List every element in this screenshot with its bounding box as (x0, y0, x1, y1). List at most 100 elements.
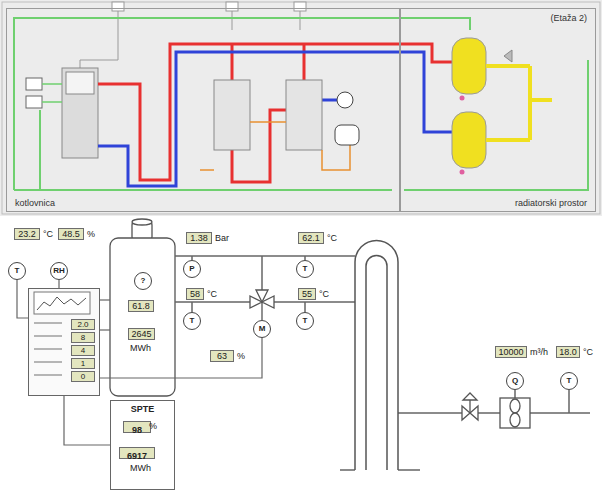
controller-panel (34, 292, 90, 314)
auxiliary-pipe (250, 121, 286, 123)
instrument-circle: Q (506, 372, 524, 390)
instrument-letter: T (190, 316, 195, 326)
control-wire (226, 2, 238, 11)
storage-vessel (286, 80, 322, 150)
supply-pipe (98, 44, 452, 182)
signal-wire (17, 280, 28, 318)
supply-pipe (98, 44, 452, 180)
storage-vessel (214, 80, 250, 150)
signal-line (14, 189, 392, 191)
unit-label: m³/h (530, 347, 548, 357)
region-label: radiatorski prostor (515, 198, 587, 208)
three-way-valve (250, 290, 274, 320)
value-readout: 18.0 (556, 346, 580, 358)
boiler-symbol (26, 68, 98, 158)
unit-label: °C (583, 347, 593, 357)
boiler-symbol (26, 96, 42, 108)
control-wire (80, 11, 118, 68)
instrument-circle: T (8, 262, 26, 280)
value-text: 61.8 (132, 301, 150, 311)
instrument-circle: T (560, 372, 578, 390)
value-readout: 61.8 (128, 300, 154, 312)
region-label: kotlovnica (15, 198, 55, 208)
signal-wire (58, 280, 59, 288)
control-valve (469, 400, 470, 413)
instrument-letter: M (259, 324, 266, 334)
instrument-letter: RH (53, 266, 65, 276)
value-text: 18.0 (559, 347, 577, 357)
unit-label: °C (207, 289, 217, 299)
unit-label: °C (43, 229, 53, 239)
signal-wire (100, 338, 262, 378)
top-panel-ground (2, 2, 600, 214)
instrument-circle: ? (134, 272, 152, 290)
value-readout: 23.2 (14, 228, 40, 240)
value-text: 0 (71, 371, 95, 382)
unit-label: % (149, 421, 157, 431)
pump-symbol (337, 92, 353, 108)
fan-symbol (500, 398, 530, 428)
unit-label: % (237, 351, 245, 361)
signal-line (14, 18, 470, 190)
three-way-valve (256, 290, 268, 302)
unit-label: MWh (130, 463, 151, 473)
value-text: 1.38 (190, 233, 208, 243)
fan-symbol (500, 398, 530, 428)
radiator-symbol (452, 38, 552, 175)
instrument-letter: P (189, 264, 194, 274)
instrument-circle: T (296, 312, 314, 330)
controller-panel (28, 288, 100, 396)
wire (100, 329, 110, 330)
controller-panel (28, 288, 100, 396)
control-valve (462, 406, 470, 420)
control-valve (470, 406, 478, 420)
auxiliary-pipe (200, 122, 350, 170)
value-readout: 10000 (495, 346, 527, 358)
unit-label: % (87, 229, 95, 239)
value-readout: 98 (123, 421, 151, 433)
radiator-symbol (460, 170, 465, 175)
region-label: (Etaža 2) (550, 13, 587, 23)
instrument-letter: ? (141, 276, 146, 286)
instrument-letter: T (303, 316, 308, 326)
signal-line (404, 60, 588, 190)
accumulation-tank (110, 238, 175, 396)
instrument-circle: RH (50, 262, 68, 280)
value-readout: 2645 (128, 328, 155, 340)
wire (100, 299, 110, 300)
value-text: 2645 (131, 329, 151, 339)
boiler-symbol (26, 78, 42, 90)
instrument-letter: T (567, 376, 572, 386)
value-readout: 48.5 (58, 228, 84, 240)
controller-box: 2.08410 (28, 288, 100, 396)
heat-exchanger-vessel (355, 241, 398, 471)
unit-label: °C (319, 289, 329, 299)
auxiliary-pipe (200, 169, 214, 171)
value-text: 8 (71, 332, 95, 343)
pipe (340, 469, 420, 471)
supply-pipe (231, 44, 234, 80)
value-readout: 1.38 (186, 232, 212, 244)
return-pipe (98, 52, 452, 186)
instrument-letter: Q (512, 376, 518, 386)
instrument-letter: T (15, 266, 20, 276)
value-readout: 55 (298, 288, 316, 300)
control-wire (300, 11, 301, 30)
instrument-circle: T (296, 260, 314, 278)
value-text: 10000 (498, 347, 523, 357)
value-readout: 62.1 (298, 232, 324, 244)
value-readout: 58 (186, 288, 204, 300)
value-text: 98 (124, 425, 150, 435)
fan-symbol (510, 413, 520, 427)
value-readout: 6917 (119, 447, 155, 459)
auxiliary-pipe (322, 145, 350, 170)
value-text: 23.2 (18, 229, 36, 239)
controller-panel (37, 297, 86, 310)
value-readout: 63 (210, 350, 234, 362)
room-region: (Etaža 2) radiatorski prostor (400, 8, 596, 212)
storage-vessel (214, 80, 322, 150)
value-text: 62.1 (302, 233, 320, 243)
unit-label: Bar (215, 233, 229, 243)
